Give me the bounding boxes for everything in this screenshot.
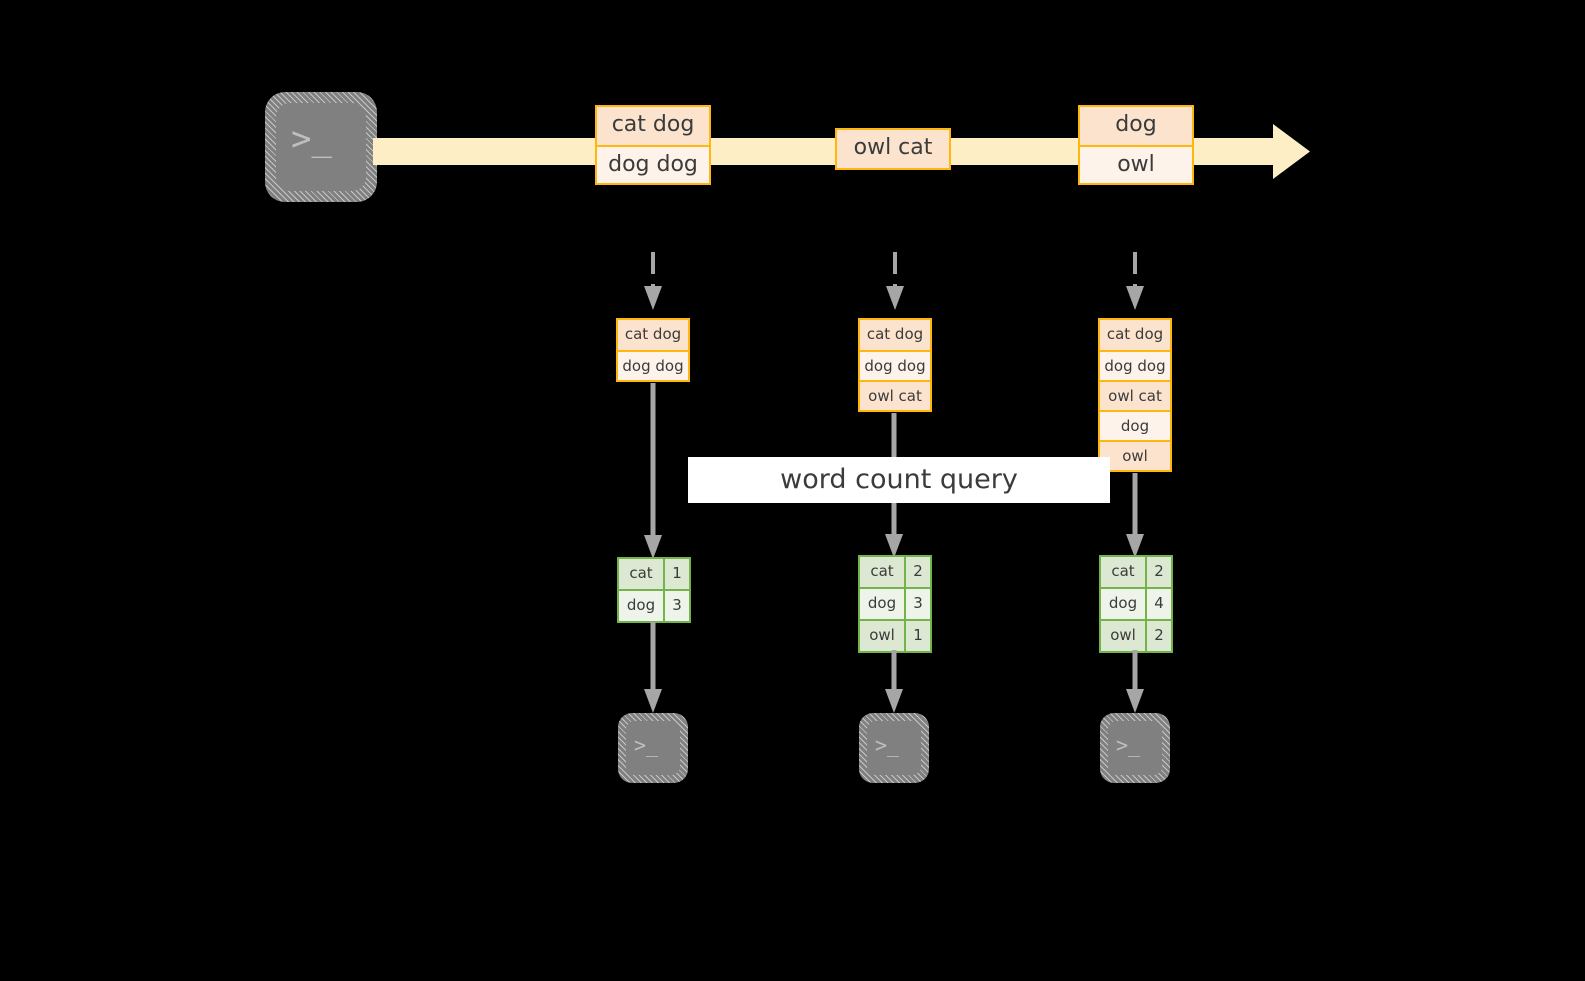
sink-arrow-column-3 bbox=[1126, 650, 1144, 714]
result-word: cat bbox=[870, 562, 894, 580]
stream-line: owl bbox=[1100, 440, 1170, 470]
result-word: owl bbox=[869, 626, 895, 644]
result-count: 2 bbox=[1145, 621, 1171, 651]
stream-line: owl cat bbox=[1100, 380, 1170, 410]
stream-line: dog dog bbox=[1100, 350, 1170, 380]
table-row: owl 1 bbox=[860, 619, 930, 651]
batch-line: cat dog bbox=[597, 107, 709, 145]
terminal-glyph: >_ bbox=[291, 119, 332, 159]
timeline-batch-3: dog owl bbox=[1078, 105, 1194, 185]
sink-arrow-column-1 bbox=[644, 622, 662, 714]
batch-line: owl bbox=[1080, 145, 1192, 183]
result-word: cat bbox=[1111, 562, 1135, 580]
dashed-arrow-column-1 bbox=[641, 252, 665, 314]
result-count: 3 bbox=[663, 591, 689, 621]
terminal-screen bbox=[1108, 721, 1162, 775]
terminal-screen bbox=[626, 721, 680, 775]
terminal-prompt-icon: >_ bbox=[265, 92, 377, 202]
result-word: dog bbox=[626, 596, 656, 614]
table-row: cat 2 bbox=[1101, 557, 1171, 587]
table-row: dog 3 bbox=[619, 589, 689, 621]
stream-line: dog bbox=[1100, 410, 1170, 440]
stream-line: cat dog bbox=[860, 320, 930, 350]
table-row: owl 2 bbox=[1101, 619, 1171, 651]
batch-line: dog dog bbox=[597, 145, 709, 183]
result-count: 2 bbox=[904, 557, 930, 587]
batch-line: dog bbox=[1080, 107, 1192, 145]
result-count: 4 bbox=[1145, 589, 1171, 619]
table-row: cat 2 bbox=[860, 557, 930, 587]
sink-terminal-column-3: >_ bbox=[1100, 713, 1170, 783]
result-table-column-1: cat 1 dog 3 bbox=[617, 557, 691, 623]
query-label: word count query bbox=[688, 457, 1110, 503]
stream-state-column-1: cat dog dog dog bbox=[616, 318, 690, 382]
stream-line: cat dog bbox=[1100, 320, 1170, 350]
timeline-batch-1: cat dog dog dog bbox=[595, 105, 711, 185]
result-word: cat bbox=[629, 564, 653, 582]
stream-line: dog dog bbox=[618, 350, 688, 380]
query-arrow-column-1 bbox=[644, 383, 662, 561]
query-arrow-column-3 bbox=[1126, 473, 1144, 559]
result-count: 2 bbox=[1145, 557, 1171, 587]
table-row: cat 1 bbox=[619, 559, 689, 589]
result-table-column-2: cat 2 dog 3 owl 1 bbox=[858, 555, 932, 653]
terminal-screen bbox=[867, 721, 921, 775]
sink-arrow-column-2 bbox=[885, 650, 903, 714]
result-count: 1 bbox=[904, 621, 930, 651]
dashed-arrow-column-3 bbox=[1123, 252, 1147, 314]
dashed-arrow-column-2 bbox=[883, 252, 907, 314]
batch-line: owl cat bbox=[837, 130, 949, 168]
sink-terminal-column-2: >_ bbox=[859, 713, 929, 783]
sink-terminal-column-1: >_ bbox=[618, 713, 688, 783]
stream-state-column-3: cat dog dog dog owl cat dog owl bbox=[1098, 318, 1172, 472]
terminal-glyph: >_ bbox=[634, 733, 659, 757]
result-word: dog bbox=[1108, 594, 1138, 612]
stream-line: dog dog bbox=[860, 350, 930, 380]
table-row: dog 3 bbox=[860, 587, 930, 619]
result-count: 3 bbox=[904, 589, 930, 619]
result-word: dog bbox=[867, 594, 897, 612]
terminal-glyph: >_ bbox=[875, 733, 900, 757]
terminal-glyph: >_ bbox=[1116, 733, 1141, 757]
table-row: dog 4 bbox=[1101, 587, 1171, 619]
result-word: owl bbox=[1110, 626, 1136, 644]
terminal-screen bbox=[276, 103, 366, 191]
result-count: 1 bbox=[663, 559, 689, 589]
timeline-batch-2: owl cat bbox=[835, 128, 951, 170]
stream-line: cat dog bbox=[618, 320, 688, 350]
result-table-column-3: cat 2 dog 4 owl 2 bbox=[1099, 555, 1173, 653]
stream-state-column-2: cat dog dog dog owl cat bbox=[858, 318, 932, 412]
stream-line: owl cat bbox=[860, 380, 930, 410]
